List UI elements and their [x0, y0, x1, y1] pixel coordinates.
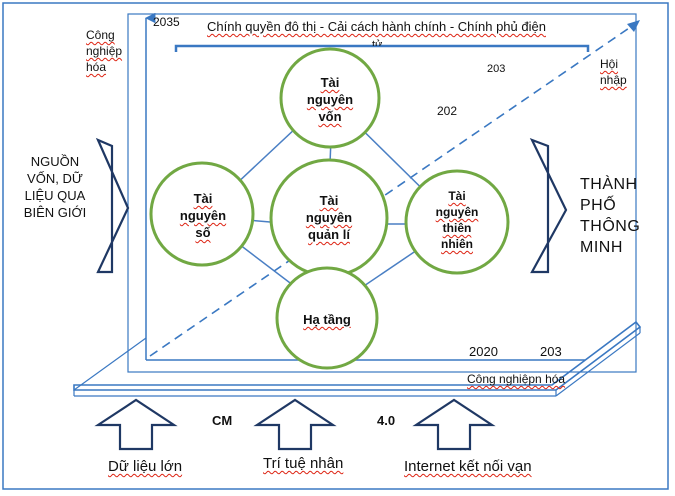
year-label-2020: 2020	[469, 344, 498, 356]
top-bar-title: Chính quyền đô thị - Cải cách hành chính…	[207, 19, 546, 34]
node-capital-line3: vốn	[318, 109, 342, 124]
inner-panel	[127, 13, 637, 373]
node-infrastructure-label: Hạ tầng	[303, 312, 351, 327]
left-input-line3: LIỆU QUA	[24, 188, 86, 203]
right-chevron-arrow	[529, 138, 568, 274]
node-management-line2: nguyên	[305, 210, 353, 225]
smart-city-line4: MINH	[580, 239, 623, 256]
y-axis-label-line2: nghiệp	[86, 44, 123, 58]
node-natural-resources: Tài nguyên thiên nhiên	[417, 188, 497, 252]
node-management-line3: quản lí	[308, 227, 350, 242]
up-arrow-ai	[253, 398, 337, 451]
industrialization-label: Công nghiệpn hóa	[467, 372, 566, 386]
platform-back-edge	[555, 332, 641, 397]
smart-city-output: THÀNH PHỐ THÔNG MINH	[580, 174, 660, 258]
smart-city-line3: THÔNG	[580, 218, 641, 235]
platform-label-cm: CM	[212, 413, 233, 428]
left-chevron-arrow	[95, 137, 130, 274]
node-management-resources: Tài nguyên quản lí	[289, 192, 369, 243]
y-axis-year-2035: 2035	[153, 15, 180, 29]
bottom-label-big-data: Dữ liệu lớn	[108, 458, 183, 475]
node-natural-line2: nguyên	[435, 205, 479, 219]
bottom-label-iot: Internet kết nối vạn	[404, 458, 532, 475]
node-circle-top	[279, 47, 381, 149]
title-bracket	[174, 44, 590, 52]
node-natural-line4: nhiên	[441, 237, 473, 251]
trend-arrow-head	[627, 20, 640, 32]
year-label-202: 202	[437, 104, 458, 118]
node-natural-line3: thiên	[442, 221, 472, 235]
node-capital-resources: Tài nguyên vốn	[290, 74, 370, 125]
smart-city-line2: PHỐ	[580, 197, 617, 214]
node-digital-line3: số	[195, 225, 211, 240]
year-label-203-bottom: 203	[540, 344, 562, 356]
node-infrastructure: Hạ tầng	[282, 311, 372, 328]
node-circle-bottom	[275, 266, 379, 370]
node-digital-resources: Tài nguyên số	[163, 190, 243, 241]
y-axis-label-line1: Công	[86, 28, 115, 42]
year-label-203-top: 203	[487, 63, 506, 72]
platform-left-edge	[73, 337, 147, 391]
node-management-line1: Tài	[319, 193, 339, 208]
left-input-line2: VỐN, DỮ	[27, 171, 83, 186]
node-natural-line1: Tài	[448, 189, 466, 203]
node-circle-right	[404, 169, 510, 275]
left-input-line1: NGUỒN	[30, 154, 80, 169]
integration-label-line1: Hội	[600, 57, 619, 71]
left-input-line4: BIÊN GIỚI	[23, 205, 87, 220]
trend-dashed-arrow	[149, 23, 636, 357]
node-circle-left	[149, 161, 255, 267]
node-digital-line1: Tài	[193, 191, 213, 206]
left-input-text: NGUỒN VỐN, DỮ LIỆU QUA BIÊN GIỚI	[12, 153, 98, 221]
up-arrow-big-data	[94, 398, 178, 451]
smart-city-line1: THÀNH	[580, 176, 638, 193]
platform-label-4-0: 4.0	[377, 413, 396, 428]
top-bar-title-cont: tử	[372, 39, 383, 46]
node-capital-line2: nguyên	[306, 92, 354, 107]
y-axis-label-line3: hóa	[86, 60, 107, 74]
outer-frame	[2, 2, 669, 490]
bottom-label-ai: Trí tuệ nhân	[263, 455, 344, 472]
node-capital-line1: Tài	[320, 75, 340, 90]
up-arrow-iot	[412, 398, 496, 451]
integration-label-line2: nhập	[600, 73, 627, 87]
node-digital-line2: nguyên	[179, 208, 227, 223]
